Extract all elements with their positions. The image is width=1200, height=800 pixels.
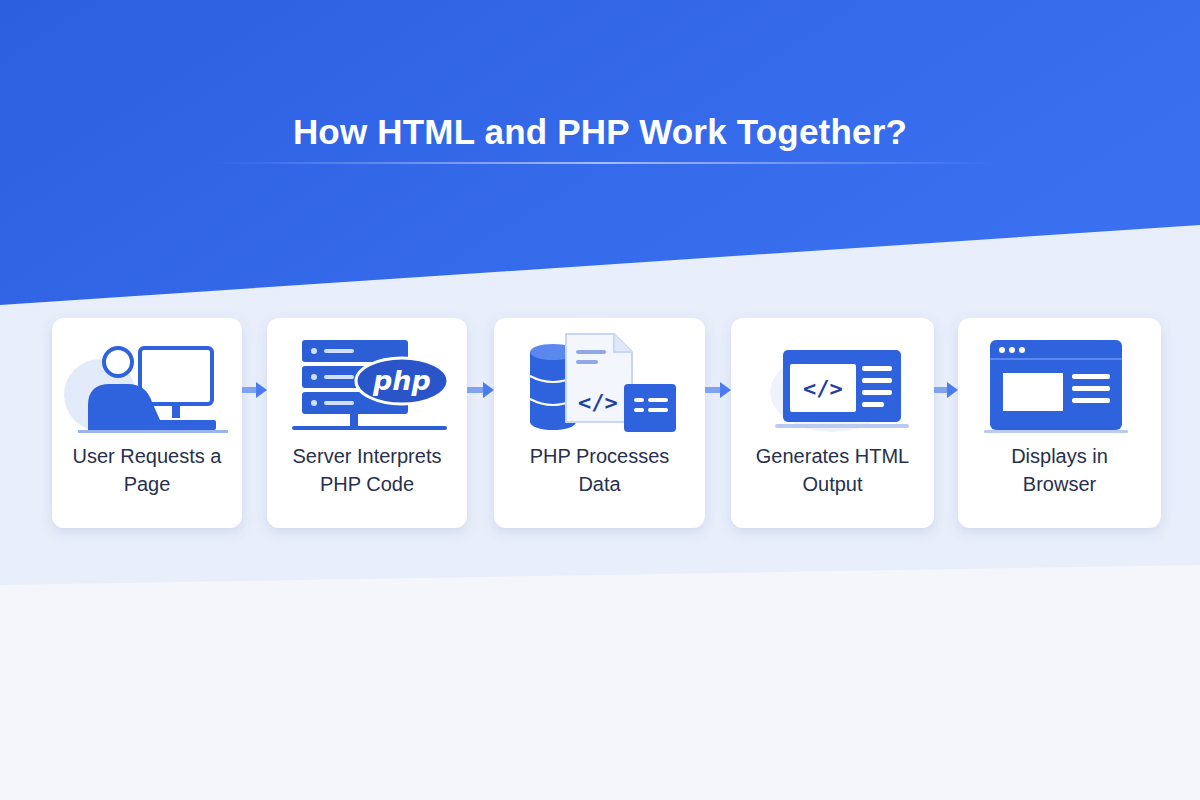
process-card: Server Interprets PHP Code <box>267 318 467 528</box>
step-label: PHP Processes Data <box>525 442 675 498</box>
card <box>267 318 467 528</box>
card <box>958 318 1161 528</box>
icon-text: </> <box>578 390 618 415</box>
process-card: PHP Processes Data <box>494 318 705 528</box>
step-label: User Requests a Page <box>67 442 227 498</box>
process-card: Generates HTML Output <box>731 318 934 528</box>
card <box>731 318 934 528</box>
diagram-title: How HTML and PHP Work Together? <box>0 112 1200 152</box>
card <box>494 318 705 528</box>
flow-arrow <box>467 382 494 398</box>
server-icon <box>292 340 448 430</box>
icon-text: </> <box>803 376 843 401</box>
icon-text: php <box>373 365 431 396</box>
browser-icon <box>984 340 1128 433</box>
process-card: User Requests a Page <box>52 318 242 528</box>
flow-arrow <box>705 382 731 398</box>
title-rule <box>215 162 995 164</box>
step-label: Generates HTML Output <box>753 442 913 498</box>
data-icon <box>530 334 676 432</box>
blue-header-band <box>0 0 1200 305</box>
process-card: Displays in Browser <box>958 318 1161 528</box>
html-output-icon <box>770 350 909 432</box>
lower-band <box>0 565 1200 800</box>
cards <box>52 318 1161 528</box>
step-label: Displays in Browser <box>1005 442 1115 498</box>
flow-arrow <box>242 382 267 398</box>
user-icon <box>64 348 228 433</box>
flow-arrow <box>934 382 958 398</box>
card <box>52 318 242 528</box>
step-label: Server Interprets PHP Code <box>277 442 457 498</box>
